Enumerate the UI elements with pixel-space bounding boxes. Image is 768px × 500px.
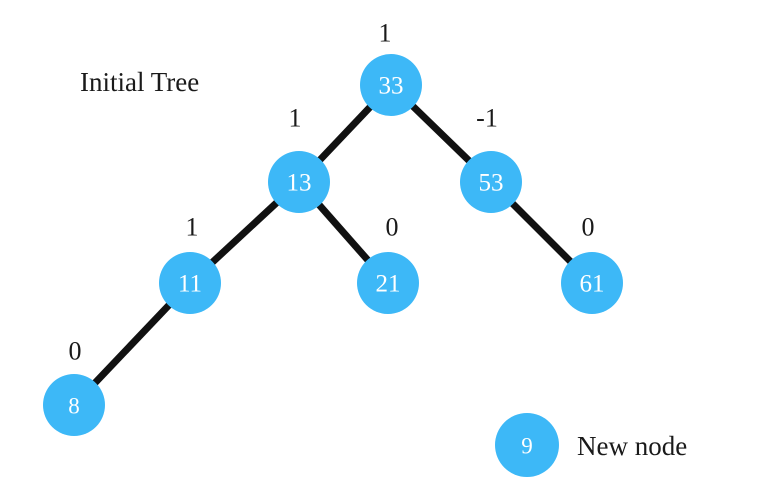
tree-node-value-8: 8 <box>68 394 80 419</box>
legend: 9 New node <box>495 413 687 477</box>
balance-factor-8: 0 <box>69 337 82 366</box>
tree-node-value-11: 11 <box>178 271 202 298</box>
tree-node-value-13: 13 <box>287 170 312 197</box>
balance-factor-21: 0 <box>386 213 399 242</box>
tree-node-circle-53[interactable] <box>460 151 522 213</box>
legend-label: New node <box>577 431 687 461</box>
tree-node-value-33: 33 <box>379 73 404 100</box>
tree-node-value-53: 53 <box>479 170 504 197</box>
balance-factor-13: 1 <box>289 104 302 133</box>
tree-node-circle-11[interactable] <box>159 252 221 314</box>
tree-node-circle-61[interactable] <box>561 252 623 314</box>
balance-factor-33: 1 <box>379 19 392 48</box>
tree-node-circle-21[interactable] <box>357 252 419 314</box>
diagram-title: Initial Tree <box>80 67 199 97</box>
tree-node-circle-33[interactable] <box>360 54 422 116</box>
legend-node-circle <box>495 413 559 477</box>
legend-node-value: 9 <box>521 434 533 459</box>
tree-edges <box>71 82 595 408</box>
tree-node-value-61: 61 <box>580 271 605 298</box>
balance-factor-11: 1 <box>186 213 199 242</box>
balance-factor-53: -1 <box>476 104 498 133</box>
tree-node-circle-13[interactable] <box>268 151 330 213</box>
tree-node-value-21: 21 <box>376 271 401 298</box>
balance-factor-61: 0 <box>582 213 595 242</box>
tree-node-circle-8[interactable] <box>43 374 105 436</box>
